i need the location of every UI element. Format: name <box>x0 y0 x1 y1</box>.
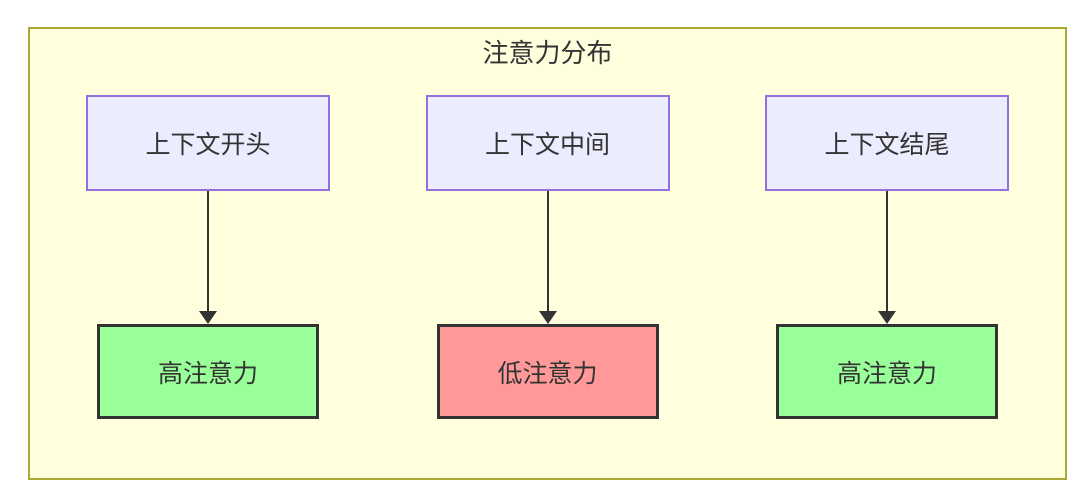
arrow-shaft <box>546 191 549 312</box>
arrowhead-down-icon <box>199 311 217 324</box>
diagram-column-context-middle: 上下文中间 低注意力 <box>425 95 670 419</box>
node-high-attention-2: 高注意力 <box>776 324 998 419</box>
diagram-title: 注意力分布 <box>482 38 613 68</box>
node-context-start: 上下文开头 <box>86 95 330 191</box>
arrow-shaft <box>886 191 888 312</box>
node-low-attention: 低注意力 <box>436 324 659 419</box>
node-high-attention-1: 高注意力 <box>97 324 319 419</box>
arrowhead-down-icon <box>538 311 557 324</box>
arrow-shaft <box>207 191 209 312</box>
diagram-flow-row: 上下文开头 高注意力 上下文中间 低注意力 上下文结尾 高注意力 <box>30 95 1065 419</box>
arrow-context-start-to-high <box>199 191 217 324</box>
arrowhead-down-icon <box>878 311 896 324</box>
arrow-context-middle-to-low <box>538 191 557 324</box>
node-context-end: 上下文结尾 <box>765 95 1009 191</box>
diagram-column-context-start: 上下文开头 高注意力 <box>86 95 330 419</box>
arrow-context-end-to-high <box>878 191 896 324</box>
node-context-middle: 上下文中间 <box>425 95 670 191</box>
attention-distribution-cluster: 注意力分布 上下文开头 高注意力 上下文中间 低注意力 上下文结尾 高注 <box>28 27 1067 480</box>
diagram-column-context-end: 上下文结尾 高注意力 <box>765 95 1009 419</box>
